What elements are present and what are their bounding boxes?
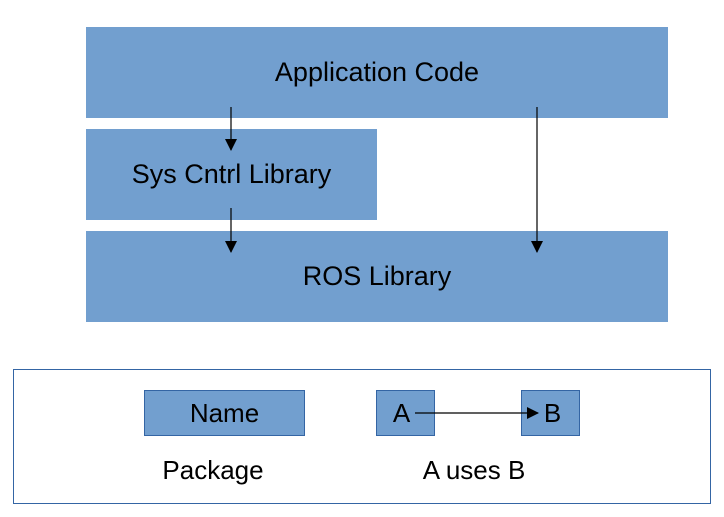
legend-b-label: B — [543, 398, 562, 428]
legend-b-box: B — [521, 390, 580, 436]
legend-a-label: A — [392, 398, 411, 428]
legend-package-caption: Package — [162, 455, 264, 485]
legend-uses-caption: A uses B — [422, 455, 526, 485]
ros-library-package: ROS Library — [86, 231, 668, 322]
legend-a-box: A — [376, 390, 435, 436]
legend-package-box-label: Name — [189, 398, 260, 428]
legend-package-box: Name — [144, 390, 305, 436]
sys-cntrl-library-package: Sys Cntrl Library — [86, 129, 377, 220]
ros-library-label: ROS Library — [302, 261, 452, 291]
application-code-label: Application Code — [274, 57, 480, 87]
legend-frame — [13, 369, 711, 504]
sys-cntrl-library-label: Sys Cntrl Library — [131, 159, 332, 189]
application-code-package: Application Code — [86, 27, 668, 118]
